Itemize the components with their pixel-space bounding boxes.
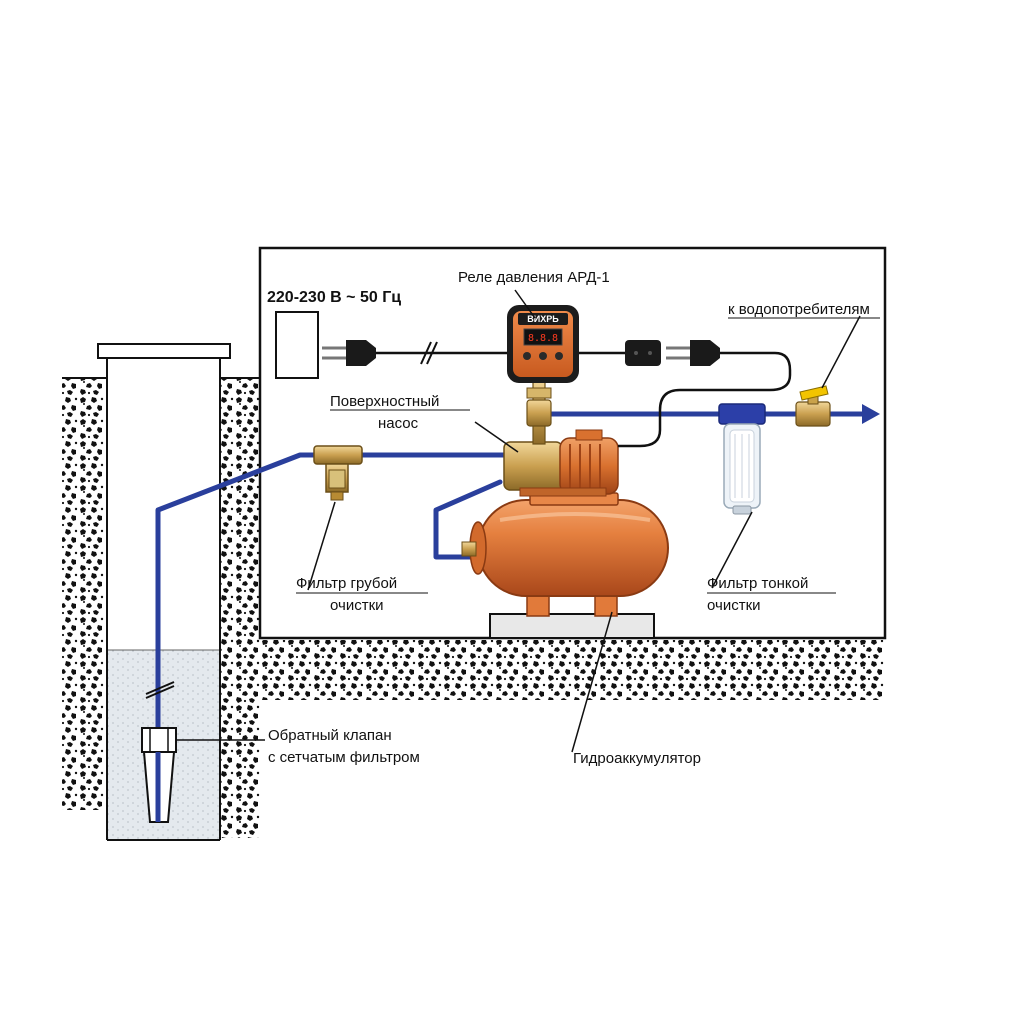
relay-label: Реле давления АРД-1 [458,269,610,286]
flow-arrow [862,404,880,424]
soil-between [220,378,260,838]
check-valve-label-line2: с сетчатым фильтром [268,749,420,766]
hydro-accumulator [461,492,669,639]
accumulator-base [489,613,655,639]
leader-lines [176,289,861,753]
voltage-label: 220-230 В ~ 50 Гц [267,289,401,306]
relay-button [555,352,563,360]
pipe-break-mark [145,685,175,699]
coarse-filter [313,445,363,501]
soil-left [62,378,107,810]
ground [62,377,885,838]
power-cables [372,351,792,448]
pump-plug [666,340,720,366]
pump-fitting [526,379,552,445]
check-valve [141,727,177,823]
soil-under-room [260,640,885,700]
fine-filter-label-line2: очистки [707,597,761,614]
pump-label-line2: насос [378,415,419,432]
relay-display: 8.8.8 [528,333,558,344]
relay-button [523,352,531,360]
accumulator-label: Гидроаккумулятор [573,750,701,767]
coarse-filter-label-line2: очистки [330,597,384,614]
accumulator-pipe [433,479,503,560]
pressure-relay: ВИХРЬ 8.8.8 [507,305,579,383]
suction-pipe [155,452,513,803]
consumers-label: к водопотребителям [728,301,870,318]
surface-pump [503,429,619,497]
fine-filter-label-line1: Фильтр тонкой [707,575,808,592]
pump-label-line1: Поверхностный [330,393,439,410]
plug-socket-side [322,340,376,366]
well-cap [97,343,231,359]
relay-button [539,352,547,360]
relay-outlet [625,340,661,366]
coarse-filter-label-line1: Фильтр грубой [296,575,397,592]
cable-break-mark [420,341,432,365]
ball-valve [795,385,831,427]
relay-brand: ВИХРЬ [527,314,559,324]
fine-filter [718,403,766,515]
power-socket [275,311,319,379]
check-valve-label-line1: Обратный клапан [268,727,392,744]
